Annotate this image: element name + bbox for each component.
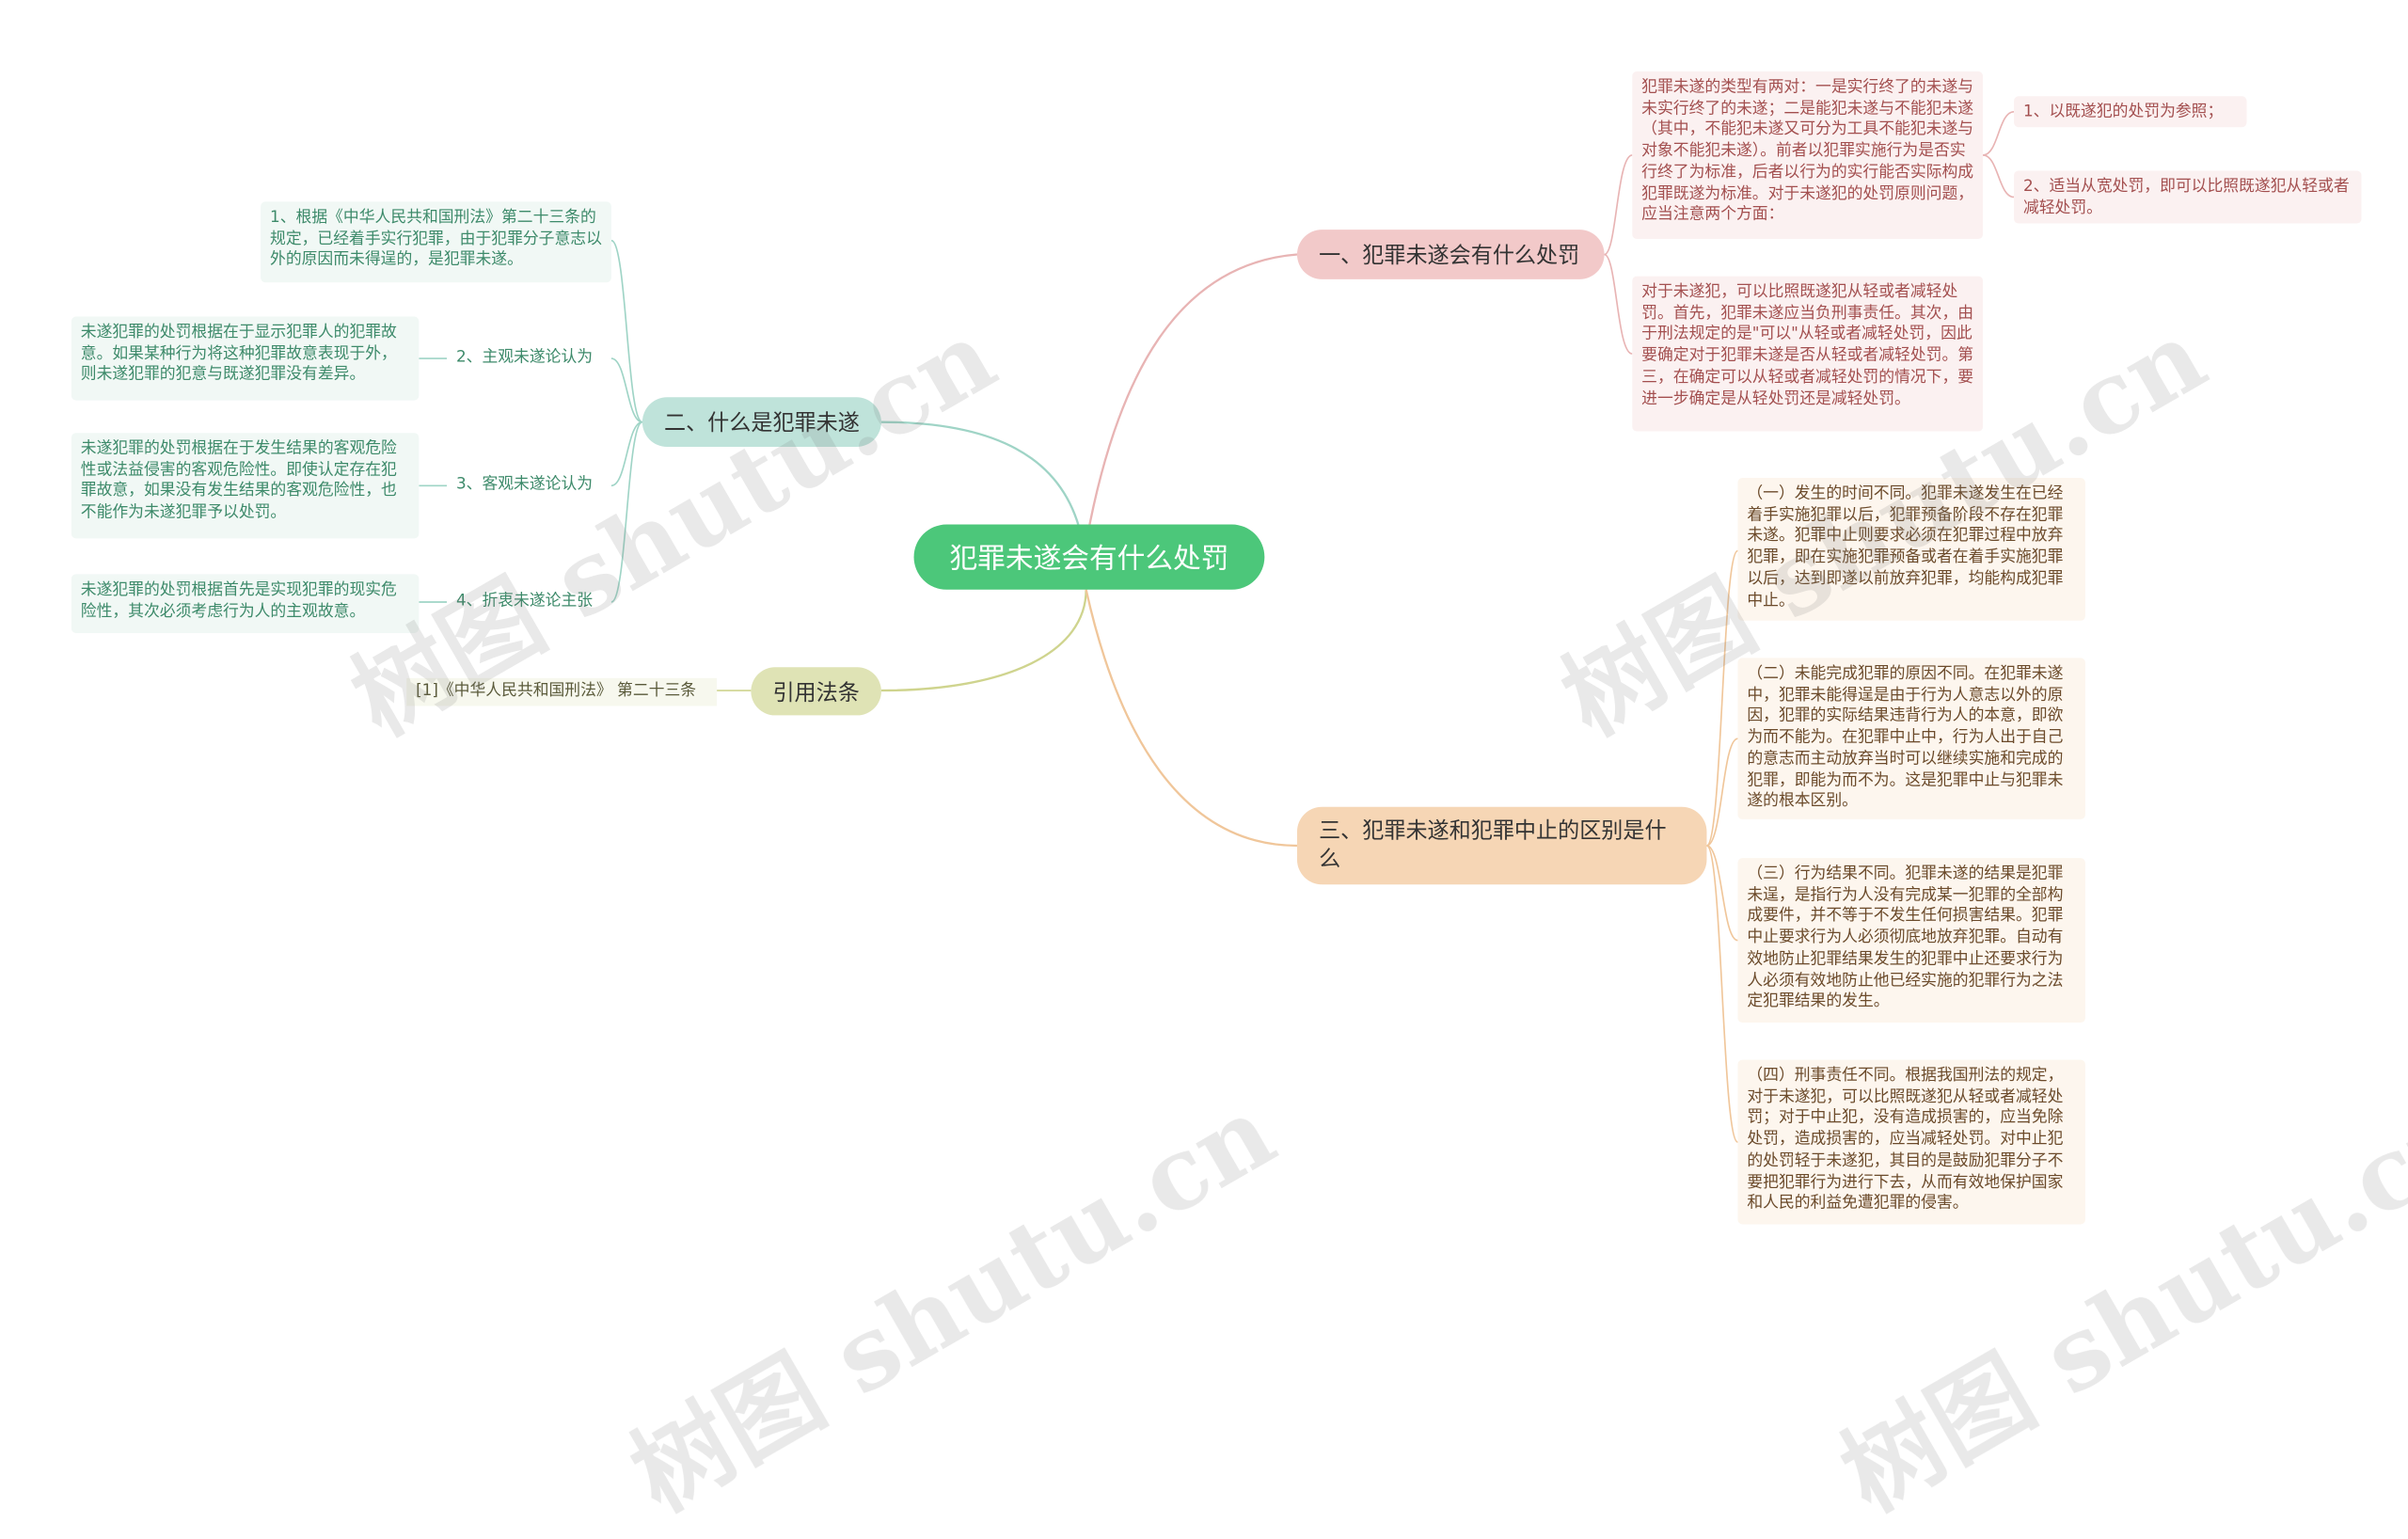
punishment-rule-text: 对于未遂犯，可以比照既遂犯从轻或者减轻处罚。首先，犯罪未遂应当负刑事责任。其次，… [1632, 276, 1984, 432]
difference-4-liability: （四）刑事责任不同。根据我国刑法的规定，对于未遂犯，可以比照既遂犯从轻或者减轻处… [1737, 1059, 2085, 1225]
punishment-aspect-2: 2、适当从宽处罚，即可以比照既遂犯从轻或者减轻处罚。 [2014, 170, 2362, 224]
objective-theory-label: 3、客观未遂论认为 [455, 476, 594, 494]
difference-3-result: （三）行为结果不同。犯罪未遂的结果是犯罪未逞，是指行为人没有完成某一犯罪的全部构… [1737, 858, 2085, 1023]
citation-item-1: [1]《中华人民共和国刑法》 第二十三条 [406, 677, 718, 706]
punishment-aspect-1: 1、以既遂犯的处罚为参照； [2014, 96, 2247, 128]
branch-definition[interactable]: 二、什么是犯罪未遂 [642, 397, 881, 448]
branch-citations[interactable]: 引用法条 [751, 667, 881, 716]
punishment-types-text: 犯罪未遂的类型有两对：一是实行终了的未遂与未实行终了的未遂；二是能犯未遂与不能犯… [1632, 71, 1984, 240]
mind-map-canvas: 犯罪未遂会有什么处罚 一、犯罪未遂会有什么处罚 犯罪未遂的类型有两对：一是实行终… [71, 71, 2408, 1534]
difference-2-cause: （二）未能完成犯罪的原因不同。在犯罪未遂中，犯罪未能得逞是由于行为人意志以外的原… [1737, 658, 2085, 819]
eclectic-theory-label: 4、折衷未遂论主张 [455, 593, 594, 611]
subjective-theory-label: 2、主观未遂论认为 [455, 349, 594, 367]
difference-1-time: （一）发生的时间不同。犯罪未遂发生在已经着手实施犯罪以后，犯罪预备阶段不存在犯罪… [1737, 478, 2085, 621]
branch-difference[interactable]: 三、犯罪未遂和犯罪中止的区别是什么 [1296, 806, 1707, 885]
root-topic[interactable]: 犯罪未遂会有什么处罚 [913, 524, 1265, 590]
branch-punishment[interactable]: 一、犯罪未遂会有什么处罚 [1296, 230, 1605, 279]
eclectic-theory-text: 未遂犯罪的处罚根据首先是实现犯罪的现实危险性，其次必须考虑行为人的主观故意。 [71, 574, 420, 633]
definition-item-1: 1、根据《中华人民共和国刑法》第二十三条的规定，已经着手实行犯罪，由于犯罪分子意… [261, 201, 611, 283]
objective-theory-text: 未遂犯罪的处罚根据在于发生结果的客观危险性或法益侵害的客观危险性。即使认定存在犯… [71, 433, 420, 539]
subjective-theory-text: 未遂犯罪的处罚根据在于显示犯罪人的犯罪故意。如果某种行为将这种犯罪故意表现于外，… [71, 316, 420, 401]
